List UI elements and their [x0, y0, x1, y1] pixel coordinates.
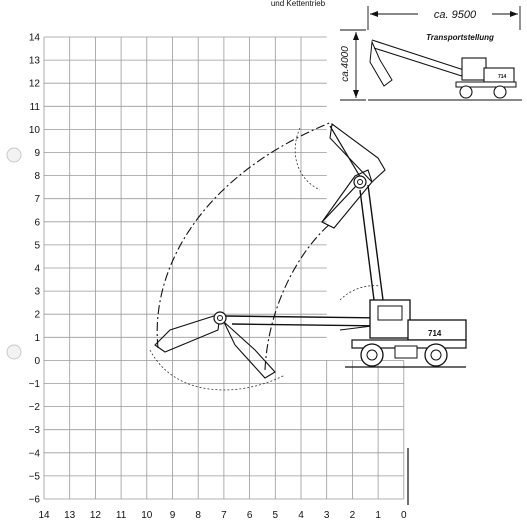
pivot-swing-arc: [339, 285, 381, 301]
x-axis-label: 0: [401, 510, 407, 521]
y-axis-label: 8: [34, 171, 40, 182]
inset-undercarriage: [455, 81, 517, 88]
lowered-rotator-hub: [217, 315, 223, 321]
x-axis-label: 5: [273, 510, 279, 521]
y-axis-label: −1: [29, 379, 41, 390]
y-axis-label: 1: [34, 333, 40, 344]
raised-stick-lower: [321, 185, 357, 223]
inset-front-wheel: [459, 85, 473, 99]
y-axis-label: 12: [29, 79, 41, 90]
excavator-machine: 714: [345, 299, 467, 505]
front-wheel-hub: [366, 349, 378, 361]
y-axis-label: −3: [29, 425, 41, 436]
transport-length-label: ca. 9500: [434, 9, 477, 21]
inset-rear-wheel: [493, 85, 507, 99]
rear-wheel-hub: [430, 349, 442, 361]
front-wheel: [360, 343, 384, 367]
x-axis-label: 2: [350, 510, 356, 521]
inset-model-badge: 714: [498, 74, 507, 80]
raised-grapple-upper: [329, 123, 386, 183]
binder-hole-top: [6, 147, 22, 163]
y-axis-label: 0: [34, 356, 40, 367]
lowered-grapple-left: [154, 313, 221, 353]
x-axis-label: 9: [170, 510, 176, 521]
inset-boom: [371, 39, 471, 79]
y-axis-label: 7: [34, 194, 40, 205]
inset-grapple: [369, 40, 393, 87]
transport-position-title: Transportstellung: [426, 33, 494, 42]
y-axis-label: 5: [34, 240, 40, 251]
length-label-bg: [418, 6, 492, 20]
y-axis-label: 9: [34, 148, 40, 159]
y-axis-label: 10: [29, 125, 41, 136]
x-axis-label: 3: [324, 510, 330, 521]
lowered-main-boom: [224, 315, 386, 319]
lowered-main-boom-lower-edge: [231, 323, 386, 327]
y-axis-label: 13: [29, 56, 41, 67]
binder-hole-bottom: [6, 344, 22, 360]
raised-stick: [329, 125, 363, 181]
x-axis-label: 10: [141, 510, 153, 521]
bottom-swing-arc: [149, 349, 286, 391]
y-axis-label: −6: [29, 495, 41, 506]
top-swing-arc: [294, 127, 321, 191]
x-axis-label: 6: [247, 510, 253, 521]
axle-box: [394, 345, 418, 359]
raised-main-boom: [367, 184, 384, 301]
x-axis-label: 4: [298, 510, 304, 521]
lowered-grapple-right: [223, 321, 276, 379]
reach-envelope: [149, 121, 381, 391]
y-axis-label: 4: [34, 264, 40, 275]
x-axis-label: 8: [195, 510, 201, 521]
x-axis-label: 14: [38, 510, 50, 521]
y-axis-label: −5: [29, 471, 41, 482]
raised-grapple-lower: [321, 169, 373, 229]
x-axis-label: 11: [116, 510, 127, 521]
raised-rotator-hub: [357, 179, 363, 185]
length-arrow-left: [370, 11, 378, 17]
y-axis-label: −4: [29, 448, 41, 459]
y-axis-label: −2: [29, 402, 41, 413]
cab-window: [377, 305, 403, 321]
x-axis-label: 13: [64, 510, 76, 521]
machine-model-badge: 714: [428, 329, 442, 338]
y-axis-label: 11: [30, 102, 41, 113]
lowered-boom-position: [154, 311, 386, 379]
reach-grid: [43, 36, 405, 500]
height-arrow-top: [353, 32, 359, 40]
y-axis-label: 6: [34, 217, 40, 228]
length-arrow-right: [510, 11, 518, 17]
y-axis-label: 3: [34, 287, 40, 298]
transport-position-inset: ca. 9500 ca.4000 Transportstellung 714: [340, 6, 522, 101]
height-arrow-bottom: [353, 90, 359, 98]
x-axis-label: 1: [375, 510, 381, 521]
header-cut-text: und Kettentrieb: [271, 0, 326, 8]
y-axis-label: 14: [29, 33, 41, 44]
y-axis-label: 2: [34, 310, 40, 321]
inner-reach-curve: [264, 223, 331, 371]
inset-cab: [461, 57, 487, 81]
x-axis-label: 7: [221, 510, 227, 521]
transport-height-label: ca.4000: [340, 46, 351, 82]
x-axis-label: 12: [90, 510, 102, 521]
raised-main-boom-lower-edge: [359, 189, 375, 301]
raised-boom-position: [321, 123, 386, 301]
rear-wheel: [424, 343, 448, 367]
